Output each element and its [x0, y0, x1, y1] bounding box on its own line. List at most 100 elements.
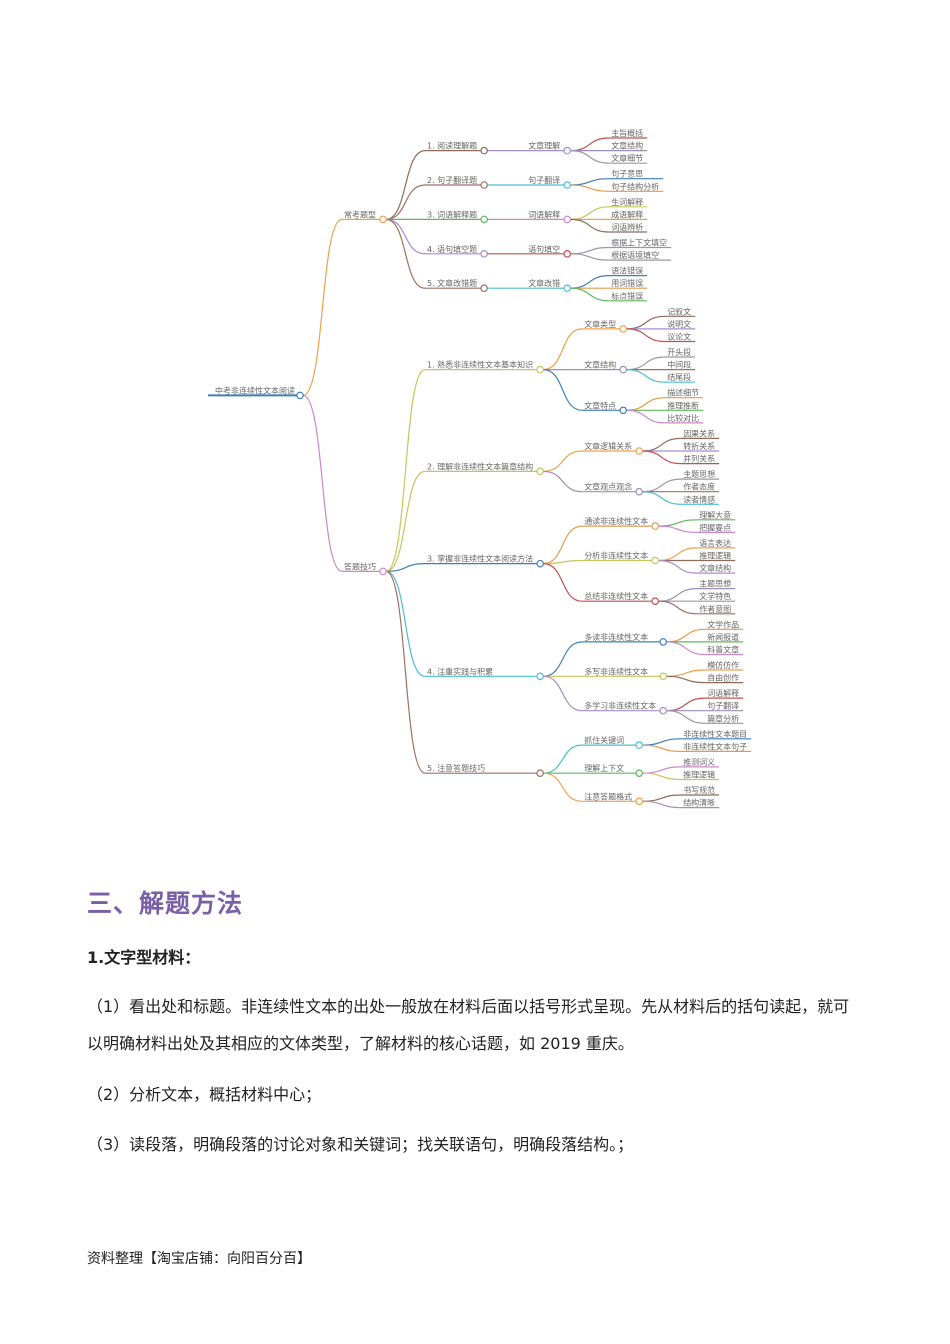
mind-map-edge	[543, 772, 583, 802]
mind-map-edge	[543, 470, 583, 493]
mind-map-edge	[666, 710, 706, 724]
mind-map-node: 2. 句子翻译题	[427, 175, 477, 185]
node-collapse-circle[interactable]	[379, 215, 387, 224]
mind-map-leaf: 读者情感	[683, 494, 715, 504]
mind-map-leaf: 推理逻辑	[683, 770, 715, 780]
mind-map-leaf: 文学特色	[699, 591, 731, 601]
paragraph-2: （2）分析文本，概括材料中心；	[87, 1085, 322, 1104]
mind-map-edges	[208, 137, 752, 809]
mind-map-leaf: 文章细节	[611, 153, 643, 163]
mind-map-leaf: 书写规范	[683, 785, 715, 795]
mind-map-edge	[570, 137, 610, 152]
node-collapse-circle[interactable]	[659, 638, 667, 646]
mind-map-node: 注意答题格式	[584, 791, 632, 801]
mind-map-edge	[666, 641, 706, 656]
mind-map-leaf: 开头段	[667, 347, 691, 357]
mind-map-leaf: 中间段	[667, 360, 691, 370]
node-collapse-circle[interactable]	[536, 365, 544, 374]
mind-map-edge	[570, 150, 610, 164]
node-collapse-circle[interactable]	[659, 672, 667, 681]
mind-map-edge	[642, 478, 682, 493]
mind-map-edge	[570, 275, 610, 289]
mind-map-edge	[642, 744, 682, 752]
mind-map-edge	[570, 246, 610, 255]
node-collapse-circle[interactable]	[563, 181, 571, 189]
mind-map-edge	[302, 394, 343, 572]
node-collapse-circle[interactable]	[536, 559, 544, 568]
mind-map-node: 2. 理解非连续性文本篇章结构	[427, 461, 533, 471]
mind-map-leaf: 推理逻辑	[699, 551, 731, 561]
mind-map-leaf: 议论文	[667, 332, 691, 342]
mind-map-leaf: 根据语境填空	[611, 250, 659, 260]
mind-map-edge	[570, 218, 610, 233]
node-collapse-circle[interactable]	[635, 487, 643, 496]
mind-map-edge	[642, 738, 682, 746]
node-collapse-circle[interactable]	[619, 325, 627, 333]
mind-map-leaf: 比较对比	[667, 413, 699, 423]
node-collapse-circle[interactable]	[635, 741, 643, 749]
mind-map-leaf: 句子结构分析	[611, 181, 659, 191]
mind-map-leaf: 因果关系	[683, 428, 715, 438]
node-collapse-circle[interactable]	[536, 769, 544, 778]
mind-map-leaf: 理解大意	[699, 510, 731, 520]
node-collapse-circle[interactable]	[651, 522, 659, 530]
mind-map-leaf: 作者态度	[683, 482, 715, 492]
mind-map-edge	[658, 519, 698, 527]
paragraph-3: （3）读段落，明确段落的讨论对象和关键词；找关联语句，明确段落结构。；	[87, 1135, 634, 1154]
node-collapse-circle[interactable]	[563, 215, 571, 224]
node-collapse-circle[interactable]	[536, 672, 544, 681]
node-collapse-circle[interactable]	[480, 146, 488, 155]
mind-map-node: 抓住关键词	[584, 735, 624, 745]
node-collapse-circle[interactable]	[635, 447, 643, 455]
node-collapse-circle[interactable]	[563, 146, 571, 155]
mind-map-edge	[543, 675, 583, 712]
mind-map-edge	[626, 356, 666, 371]
mind-map-edge	[642, 766, 682, 774]
mind-map-node: 多写非连续性文本	[584, 666, 648, 676]
node-collapse-circle[interactable]	[379, 567, 387, 576]
mind-map-leaf: 用词错误	[611, 278, 643, 288]
mind-map-edge	[658, 600, 698, 615]
mind-map-edge	[385, 470, 426, 572]
node-collapse-circle[interactable]	[651, 556, 659, 565]
mind-map-leaf: 语法错误	[611, 266, 643, 276]
node-collapse-circle[interactable]	[635, 797, 643, 806]
mind-map-leaf: 并列关系	[683, 454, 715, 464]
mind-map-edge	[666, 675, 706, 684]
node-collapse-circle[interactable]	[651, 597, 659, 606]
node-collapse-circle[interactable]	[480, 215, 488, 224]
mind-map-leaf: 把握要点	[699, 522, 731, 532]
mind-map-edge	[385, 218, 426, 255]
mind-map-edge	[626, 315, 666, 330]
mind-map-node: 5. 文章改错题	[427, 278, 477, 288]
mind-map-node: 语句填空	[528, 244, 560, 254]
mind-map-edge	[642, 450, 682, 465]
mind-map-edge	[642, 772, 682, 781]
node-collapse-circle[interactable]	[536, 467, 544, 476]
node-collapse-circle[interactable]	[480, 181, 488, 189]
mind-map-leaf: 记叙文	[667, 306, 691, 316]
mind-map-node: 文章观点观念	[584, 482, 632, 492]
mind-map-node: 文章结构	[584, 360, 616, 370]
mind-map-leaf: 自由创作	[707, 673, 739, 683]
mind-map-edge	[642, 437, 682, 452]
node-collapse-circle[interactable]	[619, 365, 627, 374]
mind-map-leaf: 新闻报道	[707, 632, 739, 642]
node-collapse-circle[interactable]	[296, 391, 304, 400]
node-collapse-circle[interactable]	[480, 250, 488, 258]
mind-map-edge	[302, 218, 343, 396]
mind-map-edge	[385, 150, 426, 220]
mind-map-edge	[543, 563, 583, 602]
mind-map-node: 中考非连续性文本阅读	[215, 385, 295, 395]
mind-map-edge	[570, 206, 610, 220]
node-collapse-circle[interactable]	[619, 406, 627, 415]
node-collapse-circle[interactable]	[563, 284, 571, 293]
node-collapse-circle[interactable]	[635, 769, 643, 778]
mind-map-edge	[385, 369, 426, 572]
mind-map-node: 理解上下文	[584, 763, 624, 773]
node-collapse-circle[interactable]	[659, 706, 667, 715]
mind-map-node: 5. 注意答题技巧	[427, 763, 485, 773]
mind-map-edge	[642, 800, 682, 809]
node-collapse-circle[interactable]	[480, 284, 488, 293]
node-collapse-circle[interactable]	[563, 250, 571, 258]
